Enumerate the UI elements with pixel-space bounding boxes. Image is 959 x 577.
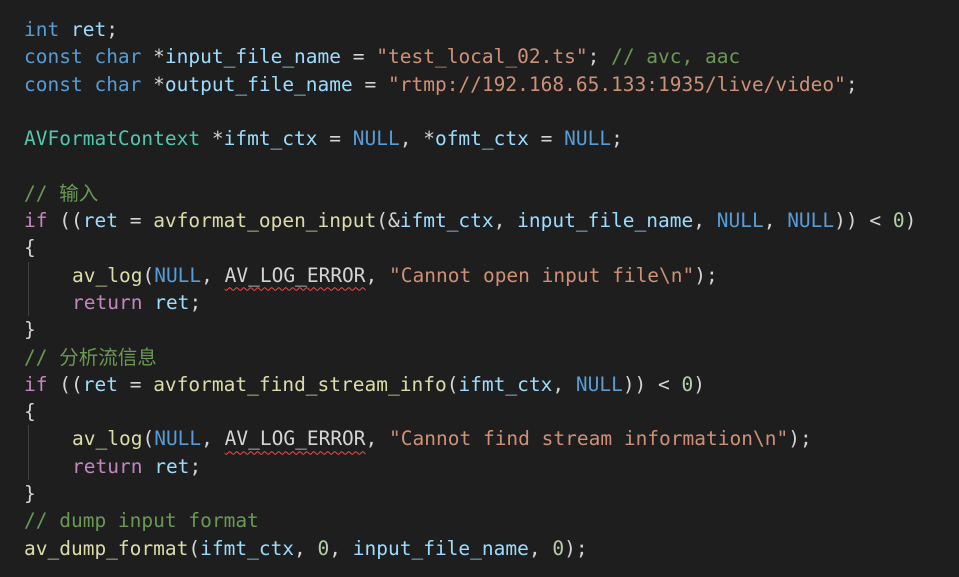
keyword-token: NULL [352, 127, 400, 151]
function-token: avformat_open_input [153, 209, 377, 233]
code-line-19: // dump input format [24, 507, 959, 534]
code-line-11: return ret; [24, 288, 959, 317]
function-token: av_dump_format [24, 536, 189, 560]
identifier-token: ifmt_ctx [399, 209, 494, 233]
keyword-token: NULL [787, 209, 835, 233]
string-literal: "Cannot open input file\n" [389, 263, 695, 287]
identifier-token: ret [82, 209, 118, 233]
identifier-token: input_file_name [164, 45, 342, 69]
indent-guide [28, 288, 29, 317]
function-token: av_log [72, 427, 143, 451]
error-squiggle-macro[interactable]: AV_LOG_ERROR [224, 427, 366, 451]
identifier-token: output_file_name [164, 72, 353, 96]
code-line-2: const char *input_file_name = "test_loca… [24, 45, 741, 69]
indent-guide [28, 452, 29, 481]
code-line-12: } [24, 316, 959, 343]
keyword-token: NULL [154, 263, 202, 287]
keyword-token: NULL [716, 209, 764, 233]
code-line-15: { [24, 398, 959, 425]
keyword-token: NULL [575, 372, 623, 396]
identifier-token: ret [70, 18, 107, 41]
code-line-6-blank [24, 152, 959, 179]
keyword-token: int [24, 18, 60, 41]
code-line-4-blank [24, 98, 959, 125]
keyword-token: const [24, 45, 83, 69]
code-comment: // avc, aac [611, 45, 741, 69]
identifier-token: ret [82, 372, 118, 396]
open-brace: { [24, 236, 36, 260]
number-literal: 0 [317, 536, 330, 560]
keyword-token: char [94, 45, 142, 69]
identifier-token: ifmt_ctx [223, 127, 318, 151]
code-line-17: return ret; [24, 452, 959, 481]
code-comment: // 分析流信息 [24, 345, 157, 369]
close-brace: } [24, 482, 36, 506]
control-keyword: if [24, 372, 48, 396]
keyword-token: NULL [154, 427, 202, 451]
function-token: av_log [72, 263, 143, 287]
code-line-16: av_log(NULL, AV_LOG_ERROR, "Cannot find … [24, 425, 959, 453]
control-keyword: return [72, 290, 143, 314]
number-literal: 0 [892, 209, 905, 233]
string-literal: "rtmp://192.168.65.133:1935/live/video" [388, 72, 846, 96]
error-squiggle-macro[interactable]: AV_LOG_ERROR [224, 263, 366, 287]
number-literal: 0 [552, 536, 565, 560]
code-comment: // 输入 [24, 181, 99, 205]
function-token: avformat_find_stream_info [153, 372, 447, 396]
identifier-token: ifmt_ctx [200, 536, 295, 560]
identifier-token: ofmt_ctx [434, 127, 529, 151]
code-line-13: // 分析流信息 [24, 344, 959, 371]
indent-guide [28, 425, 29, 453]
identifier-token: ret [154, 454, 190, 478]
code-line-5: AVFormatContext *ifmt_ctx = NULL, *ofmt_… [24, 127, 623, 151]
code-line-18: } [24, 480, 959, 507]
indent-guide [28, 261, 29, 289]
code-line-10: av_log(NULL, AV_LOG_ERROR, "Cannot open … [24, 261, 959, 289]
control-keyword: return [72, 454, 143, 478]
type-token: AVFormatContext [24, 127, 201, 151]
keyword-token: char [94, 72, 142, 96]
keyword-token: NULL [564, 127, 612, 151]
identifier-token: input_file_name [517, 209, 694, 233]
code-line-8: if ((ret = avformat_open_input(&ifmt_ctx… [24, 209, 917, 233]
code-line-20: av_dump_format(ifmt_ctx, 0, input_file_n… [24, 536, 588, 560]
string-literal: "Cannot find stream information\n" [389, 427, 789, 451]
keyword-token: const [24, 72, 83, 96]
identifier-token: input_file_name [352, 536, 529, 560]
control-keyword: if [24, 209, 48, 233]
code-line-9: { [24, 234, 959, 261]
number-literal: 0 [681, 372, 694, 396]
code-line-14: if ((ret = avformat_find_stream_info(ifm… [24, 372, 706, 396]
close-brace: } [24, 318, 36, 342]
code-line-7: // 输入 [24, 180, 959, 207]
open-brace: { [24, 400, 36, 424]
string-literal: "test_local_02.ts" [376, 45, 588, 69]
identifier-token: ifmt_ctx [458, 372, 553, 396]
code-line-1: int ret; [24, 18, 118, 41]
code-comment: // dump input format [24, 509, 259, 533]
identifier-token: ret [154, 290, 190, 314]
code-line-3: const char *output_file_name = "rtmp://1… [24, 72, 858, 96]
